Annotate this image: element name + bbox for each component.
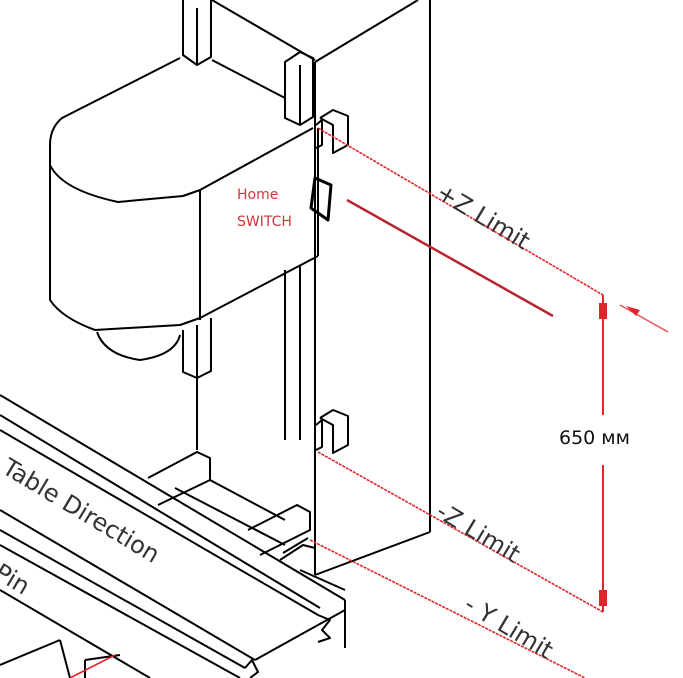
spindle-head <box>49 57 319 379</box>
home-switch-pointer <box>346 198 554 318</box>
home-switch-label: Home SWITCH <box>237 182 292 236</box>
lower-rail <box>196 266 301 450</box>
dimension-arrow-top-icon <box>599 303 607 319</box>
pin-limit-line <box>69 654 116 678</box>
upper-limit-switch <box>315 109 349 154</box>
upper-rail <box>182 0 314 126</box>
red-arrow-icon <box>619 304 669 333</box>
dimension-label: 650 мм <box>559 427 630 449</box>
z-minus-limit-line <box>317 451 604 613</box>
dimension-arrow-bottom-icon <box>599 590 607 606</box>
z-plus-limit-line <box>317 127 604 296</box>
annotations <box>69 127 669 678</box>
home-switch-label-line1: Home <box>237 187 279 203</box>
home-switch-label-line2: SWITCH <box>237 214 292 230</box>
column <box>211 0 431 576</box>
home-switch-shape <box>309 176 333 222</box>
base-saddle <box>147 451 346 591</box>
y-minus-limit-line <box>309 539 586 678</box>
table <box>0 394 346 678</box>
lower-limit-switch <box>315 409 349 454</box>
